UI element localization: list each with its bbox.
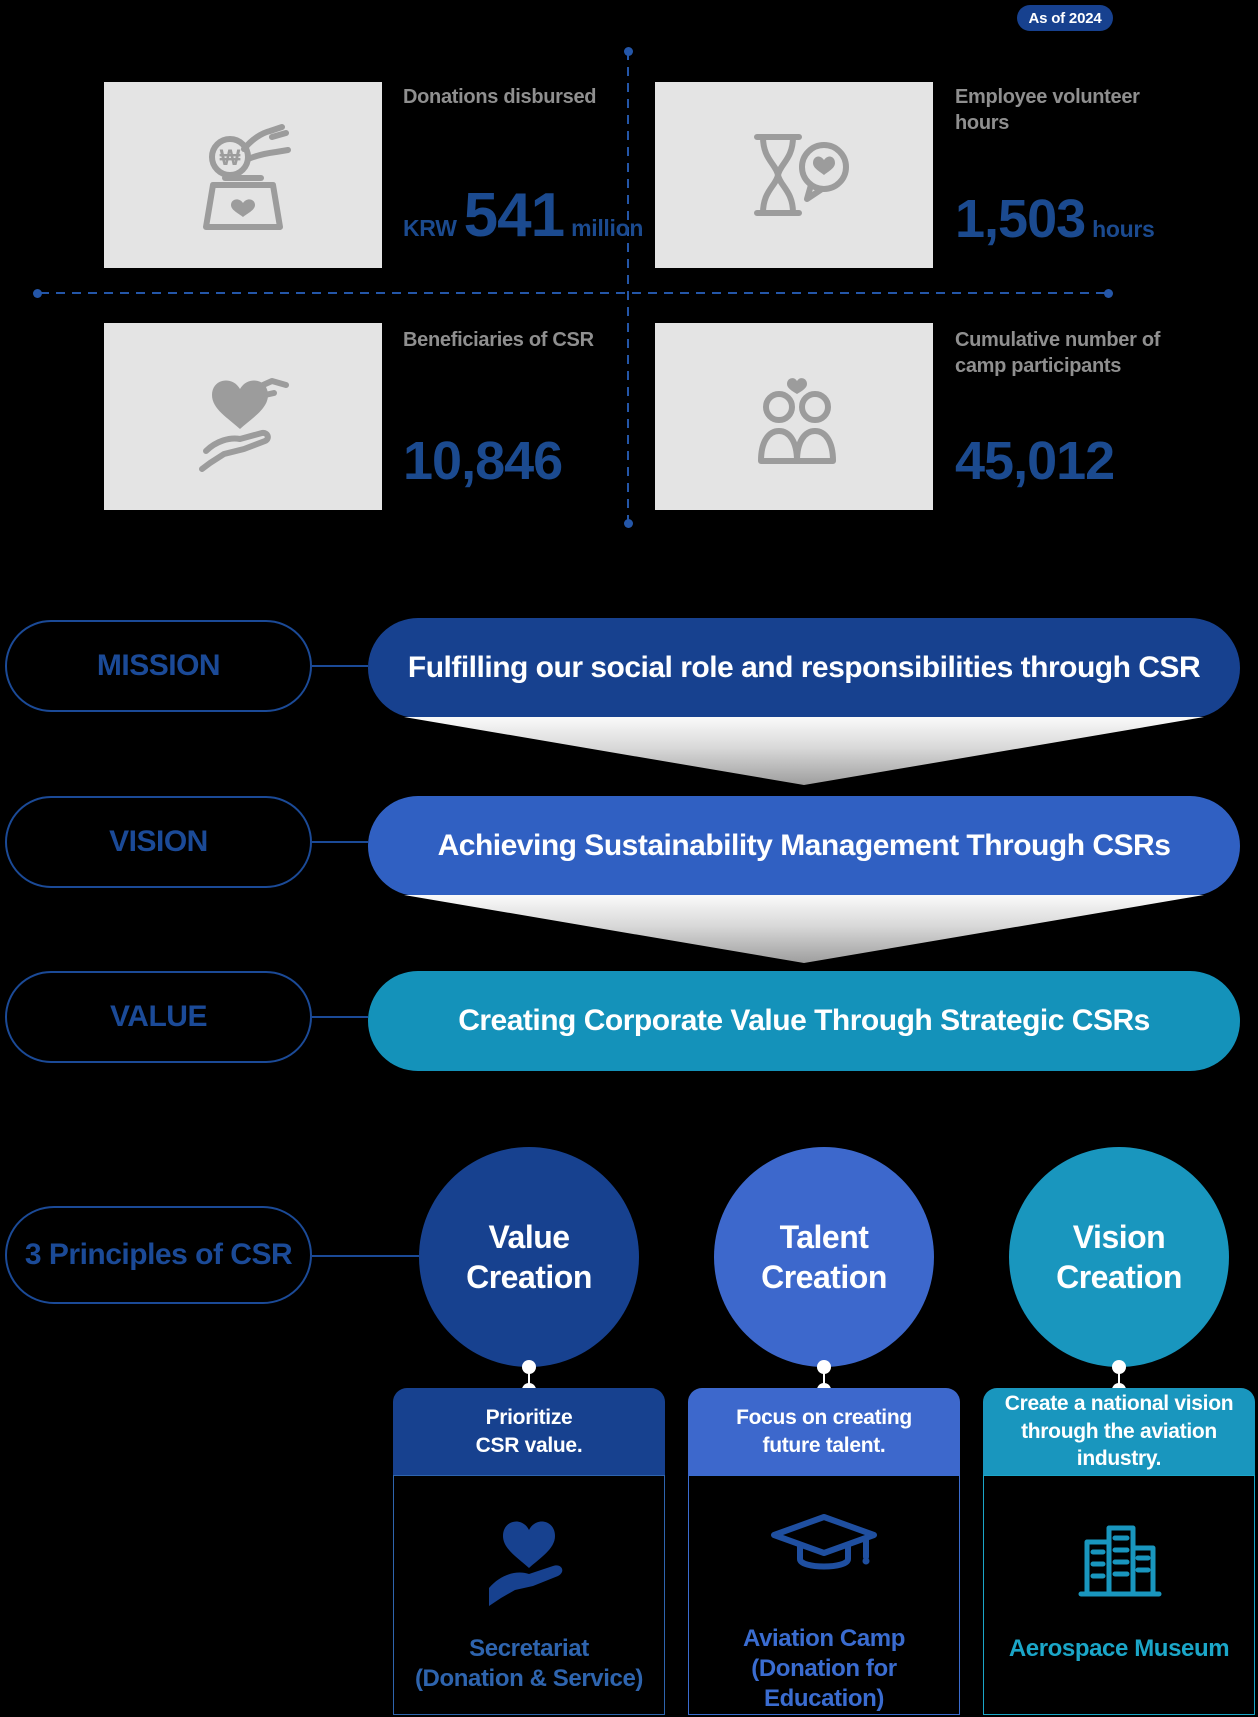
volunteer-hours-icon — [754, 134, 849, 216]
principle-card-body-value: Secretariat (Donation & Service) — [393, 1475, 665, 1715]
stat-number-text: 45,012 — [955, 431, 1115, 491]
stat-value-volunteer-hours: 1,503 hours — [955, 188, 1155, 250]
principles-pill: 3 Principles of CSR — [5, 1206, 312, 1304]
giving-heart-icon — [199, 377, 289, 472]
circle-title-line1: Vision — [1072, 1219, 1166, 1255]
stat-number-text: 1,503 — [955, 189, 1086, 249]
stat-label-camp-participants: Cumulative number of camp participants — [955, 329, 1161, 378]
circle-title-line2: Creation — [1056, 1259, 1182, 1295]
stat-card-donations: ₩ — [104, 82, 382, 268]
circle-vision-creation: Vision Creation — [1009, 1147, 1229, 1367]
stat-suffix: hours — [1092, 216, 1155, 242]
stat-card-volunteer-hours — [655, 82, 933, 268]
principle-card-header-value: Prioritize CSR value. — [393, 1388, 665, 1475]
principles-connector-line — [312, 1255, 419, 1257]
principle-card-header-talent: Focus on creating future talent. — [688, 1388, 960, 1475]
stat-value-donations: KRW 541 million — [403, 180, 643, 251]
stat-number-text: 541 — [463, 181, 565, 250]
as-of-badge: As of 2024 — [1017, 5, 1113, 31]
principle-desc-line2: CSR value. — [475, 1433, 583, 1457]
program-label: Aerospace Museum — [1008, 1634, 1230, 1664]
link-dot — [1112, 1360, 1126, 1374]
principle-desc-line2: future talent. — [762, 1433, 886, 1457]
principle-card-header-vision: Create a national vision through the avi… — [983, 1388, 1255, 1475]
link-line — [1118, 1365, 1120, 1387]
mission-connector-line — [312, 665, 368, 667]
link-dot — [522, 1360, 536, 1374]
axis-dot-bottom — [624, 519, 633, 528]
stat-number-text: 10,846 — [403, 431, 563, 491]
circle-talent-creation: Talent Creation — [714, 1147, 934, 1367]
program-line2: (Donation for Education) — [751, 1655, 897, 1712]
principle-desc-line1: Focus on creating — [736, 1405, 912, 1429]
horizontal-dashed-line — [40, 292, 1108, 294]
program-label: Secretariat (Donation & Service) — [415, 1634, 643, 1694]
stat-prefix: KRW — [403, 215, 457, 241]
principle-desc-line1: Prioritize — [485, 1405, 573, 1429]
vision-pill: VISION — [5, 796, 312, 888]
axis-dot-left — [33, 289, 42, 298]
program-line1: Aviation Camp — [743, 1625, 905, 1652]
circle-title-line1: Value — [488, 1219, 570, 1255]
circle-title-line1: Talent — [779, 1219, 869, 1255]
down-arrow-1 — [404, 717, 1204, 785]
program-line2: (Donation & Service) — [414, 1665, 644, 1692]
program-line1: Secretariat — [469, 1635, 589, 1662]
vision-connector-line — [312, 841, 368, 843]
axis-dot-top — [624, 47, 633, 56]
stat-label-beneficiaries: Beneficiaries of CSR — [403, 329, 594, 351]
value-pill: VALUE — [5, 971, 312, 1063]
axis-dot-right — [1104, 289, 1113, 298]
museum-icon — [1059, 1492, 1179, 1620]
donation-box-icon: ₩ — [203, 124, 291, 230]
svg-text:₩: ₩ — [220, 145, 241, 170]
link-dot — [817, 1360, 831, 1374]
principle-card-body-talent: Aviation Camp (Donation for Education) — [688, 1475, 960, 1715]
stat-suffix: million — [571, 215, 644, 241]
program-line1: Aerospace Museum — [1008, 1635, 1230, 1662]
link-line — [528, 1365, 530, 1387]
stat-card-camp-participants — [655, 323, 933, 510]
camp-participants-icon — [758, 377, 836, 464]
value-connector-line — [312, 1016, 368, 1018]
mission-statement: Fulfilling our social role and responsib… — [368, 618, 1240, 718]
principle-desc-line1: Create a national vision — [1004, 1391, 1234, 1415]
down-arrow-2 — [404, 895, 1204, 963]
circle-title-line2: Creation — [761, 1259, 887, 1295]
circle-title-line2: Creation — [466, 1259, 592, 1295]
value-statement: Creating Corporate Value Through Strateg… — [368, 971, 1240, 1071]
circle-value-creation: Value Creation — [419, 1147, 639, 1367]
vertical-dashed-line — [627, 51, 629, 523]
heart-in-hand-icon — [469, 1492, 589, 1620]
stat-value-beneficiaries: 10,846 — [403, 430, 563, 492]
program-label: Aviation Camp (Donation for Education) — [689, 1624, 959, 1714]
principle-card-body-vision: Aerospace Museum — [983, 1475, 1255, 1715]
graduation-cap-icon — [762, 1492, 886, 1610]
stat-label-volunteer-hours: Employee volunteer hours — [955, 86, 1140, 135]
mission-pill: MISSION — [5, 620, 312, 712]
link-line — [823, 1365, 825, 1387]
principle-desc-line2: through the aviation industry. — [1021, 1419, 1217, 1471]
stat-label-donations: Donations disbursed — [403, 86, 597, 108]
stat-value-camp-participants: 45,012 — [955, 430, 1115, 492]
stat-card-beneficiaries — [104, 323, 382, 510]
vision-statement: Achieving Sustainability Management Thro… — [368, 796, 1240, 896]
